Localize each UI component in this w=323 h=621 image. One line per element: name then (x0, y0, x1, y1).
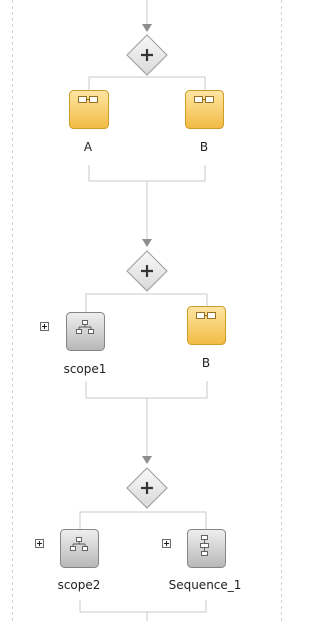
merge-connector (85, 381, 208, 399)
expand-sequence-1-icon[interactable] (162, 539, 171, 548)
gateway-3[interactable] (126, 467, 168, 509)
activity-a[interactable] (69, 90, 109, 129)
activity-icon (194, 96, 214, 103)
activity-b-label: B (199, 140, 209, 154)
arrow-head-icon (142, 239, 152, 247)
section-2 (66, 181, 226, 399)
activity-icon (78, 96, 98, 103)
scope2-node[interactable] (60, 529, 99, 568)
merge-connector (79, 600, 207, 613)
hierarchy-icon (76, 320, 94, 334)
scope1-label: scope1 (63, 362, 107, 376)
activity-icon (196, 312, 216, 319)
sequence-icon (200, 535, 209, 556)
activity-b-2-label: B (201, 356, 211, 370)
hierarchy-icon (70, 537, 88, 551)
branch-connector (79, 511, 207, 529)
scope1-node[interactable] (66, 312, 105, 351)
sequence-1-label: Sequence_1 (168, 578, 242, 592)
expand-scope1-icon[interactable] (40, 322, 49, 331)
activity-b-2[interactable] (187, 306, 226, 345)
gateway-2[interactable] (126, 250, 168, 292)
activity-a-label: A (83, 140, 93, 154)
gateway-1[interactable] (126, 34, 168, 76)
merge-connector (88, 165, 206, 182)
expand-scope2-icon[interactable] (35, 539, 44, 548)
branch-connector (85, 293, 208, 312)
scope2-label: scope2 (57, 578, 101, 592)
section-3 (60, 398, 226, 621)
section-1 (69, 0, 224, 182)
branch-connector (88, 76, 206, 90)
sequence-1-node[interactable] (187, 529, 226, 568)
arrow-head-icon (142, 24, 152, 32)
activity-b[interactable] (185, 90, 224, 129)
arrow-head-icon (142, 456, 152, 464)
